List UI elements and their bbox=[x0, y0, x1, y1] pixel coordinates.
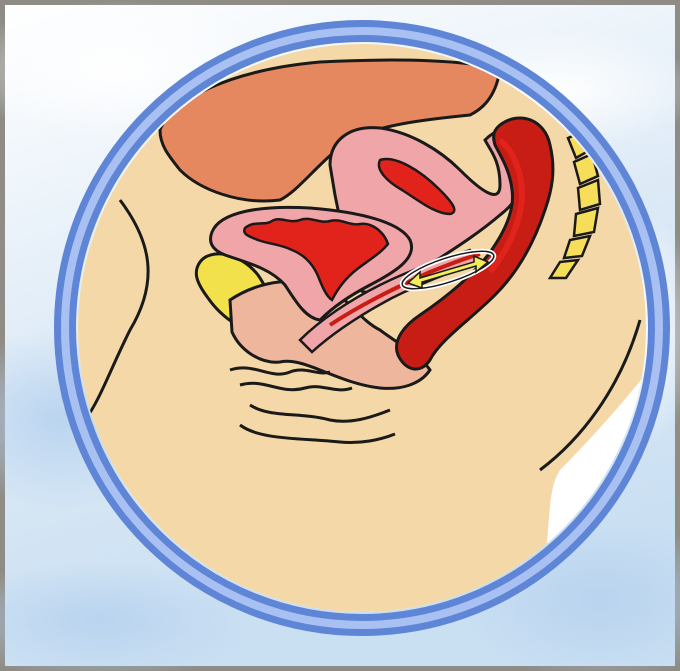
anatomy-figure bbox=[0, 0, 680, 671]
anatomy-svg bbox=[0, 0, 680, 671]
